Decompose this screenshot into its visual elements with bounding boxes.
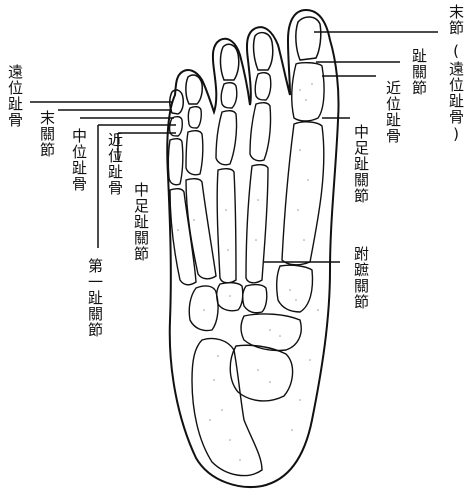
toe3-proximal (216, 111, 237, 165)
toe3-metatarsal (217, 169, 236, 283)
calcaneus (192, 338, 262, 475)
toe4-proximal (186, 131, 203, 175)
label-middle-phalanx-left: 中位趾骨 (70, 128, 87, 192)
toe4-metatarsal (186, 179, 216, 279)
label-tarsometatarsal-joint: 跗蹠關節 (352, 246, 369, 310)
label-first-phalanx-joint: 第一趾關節 (86, 258, 103, 338)
toe2-metatarsal (246, 165, 268, 283)
toe3-middle (221, 83, 237, 108)
label-mtp-joint-left: 中足趾關節 (132, 182, 149, 262)
cuneiform-middle (243, 285, 267, 313)
label-distal-phalanx-right: (遠位趾骨) (447, 42, 464, 144)
toe2-proximal (250, 103, 271, 161)
toe-bones (168, 63, 324, 285)
toe-tip-1 (296, 17, 321, 60)
toe4-middle (188, 107, 201, 128)
toe5-proximal (168, 139, 182, 185)
label-toe-joint-right: 趾關節 (410, 48, 427, 96)
label-proximal-phalanx-right: 近位趾骨 (384, 80, 401, 144)
label-distal-joint-left: 末關節 (38, 110, 55, 158)
tarsal-bones (189, 265, 312, 475)
hallux-proximal (292, 63, 324, 121)
bone-stippling (177, 83, 319, 461)
toe-tip-3 (220, 44, 238, 80)
label-mtp-joint-right: 中足趾關節 (352, 124, 369, 204)
label-distal-joint-right: 末節 (447, 4, 464, 36)
toe5-metatarsal (170, 189, 196, 285)
label-distal-phalanx-left: 遠位趾骨 (6, 64, 23, 128)
toe2-middle (255, 73, 271, 100)
cuboid (189, 286, 218, 331)
cuneiform-medial (277, 265, 313, 312)
hallux-metatarsal (282, 122, 324, 265)
toe-tip-4 (186, 75, 202, 104)
label-proximal-phalanx-left: 近位趾骨 (106, 132, 123, 196)
toe-tip-2 (254, 33, 273, 70)
